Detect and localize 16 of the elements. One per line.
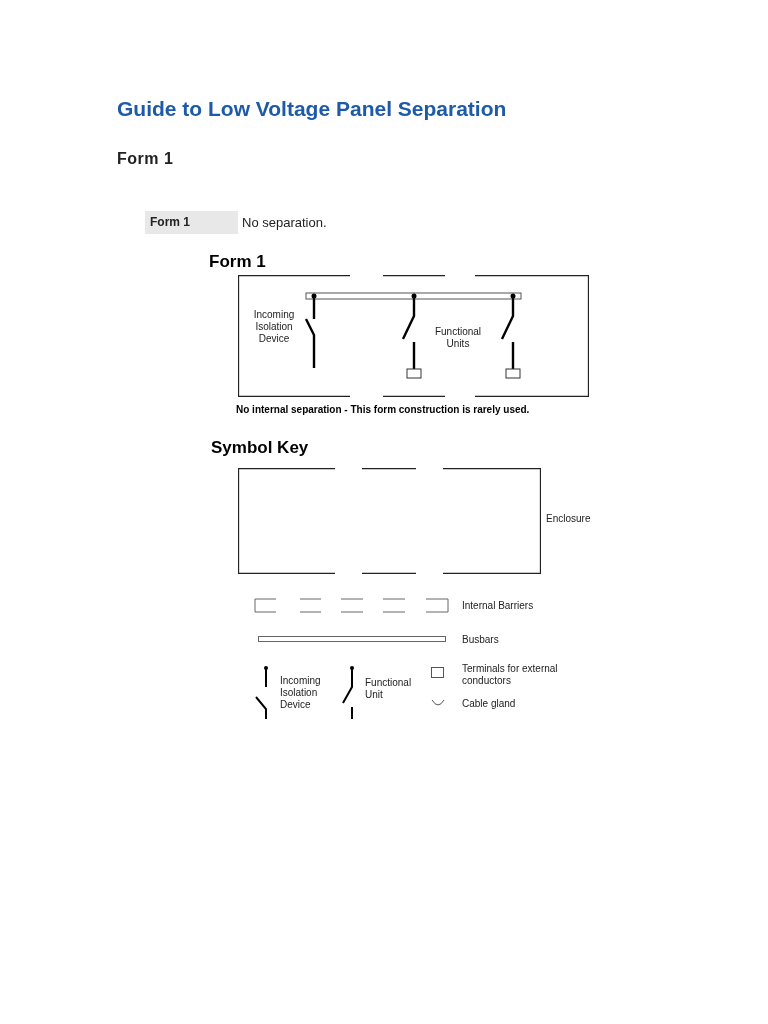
key-label: Enclosure [546,513,591,524]
key-label: Incoming Isolation Device [280,675,322,711]
unit-label: Functional Units [433,326,483,350]
key-label: Internal Barriers [462,600,534,611]
diagram-heading: Symbol Key [211,438,309,458]
key-label: Cable gland [462,698,516,709]
page-title: Guide to Low Voltage Panel Separation [117,97,507,121]
key-label: Busbars [462,634,499,645]
key-label: Terminals for external conductors [462,663,559,687]
table-cell: Form 1 [145,211,238,234]
diagram-heading: Form 1 [209,252,266,272]
table-cell-text: No separation. [242,214,327,232]
key-label: Functional Unit [365,677,413,701]
section-heading: Form 1 [117,150,174,168]
device-label: Incoming Isolation Device [252,309,296,345]
diagram-caption: No internal separation - This form construction is rarely used. [236,404,530,415]
